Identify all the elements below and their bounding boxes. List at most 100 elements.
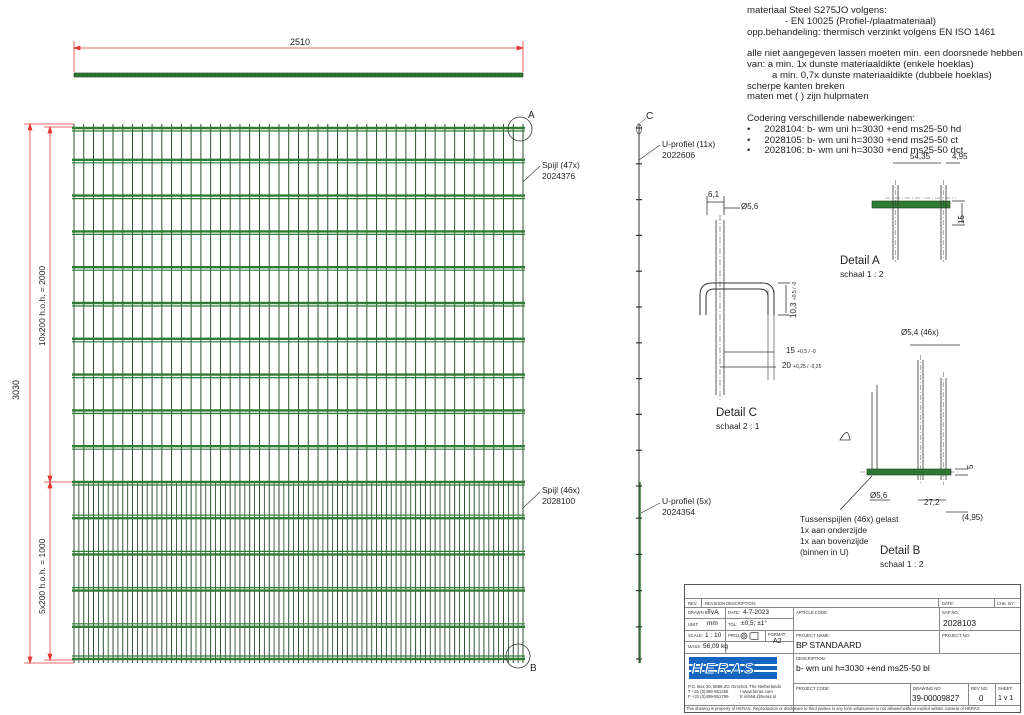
detail-b-note-1: Tussenspijlen (46x) gelast bbox=[800, 514, 899, 524]
side-profile-view bbox=[636, 123, 642, 663]
detail-c-tol-20: +0,25 / -0,25 bbox=[793, 364, 822, 370]
callout-spijl-46: Spijl (46x) bbox=[542, 485, 580, 495]
project-name-label: PROJECT NAME: bbox=[796, 633, 830, 638]
description-label: DESCRIPTION: bbox=[796, 656, 826, 661]
project-no-label: PROJECT NO: bbox=[942, 633, 971, 638]
date-label: DATE: bbox=[728, 610, 741, 615]
callout-spijl-46-code: 2028100 bbox=[542, 496, 576, 506]
top-rail-view bbox=[73, 72, 524, 78]
tol-value: ±0,5; ±1° bbox=[741, 620, 767, 627]
note-bullet-line: •2028104: b- wm uni h=3030 +end ms25-50 … bbox=[747, 123, 1023, 136]
scale-value: 1 : 10 bbox=[705, 632, 722, 639]
detail-b-scale: schaal 1 : 2 bbox=[880, 559, 924, 569]
height-dimensions bbox=[24, 122, 74, 665]
detail-b-dim-56: Ø5,6 bbox=[870, 491, 888, 500]
detail-c-dim-15: 15 +0,5 / -0 bbox=[786, 347, 816, 355]
mass-value: 56,09 kg bbox=[703, 643, 728, 650]
sap-no-label: SAP NO: bbox=[942, 610, 959, 615]
projection-symbol-icon bbox=[740, 632, 759, 640]
drawing-no-value: 39-00009827 bbox=[912, 694, 960, 703]
lower-spacing-label: 5x200 h.o.h. = 1000 bbox=[37, 538, 47, 614]
sheet-label: SHEET: bbox=[998, 686, 1013, 691]
bullet-icon: • bbox=[747, 145, 751, 157]
unit-value: mm bbox=[707, 620, 718, 627]
detail-b-dim-272: 27,2 bbox=[924, 498, 940, 507]
sap-no-value: 2028103 bbox=[943, 618, 977, 628]
detail-b-drawing bbox=[839, 344, 968, 513]
note-line: van: a min. 1x dunste materiaaldikte (en… bbox=[747, 58, 974, 70]
detail-a-drawing bbox=[871, 162, 965, 262]
upper-spacing-label: 10x200 h.o.h. = 2000 bbox=[37, 265, 47, 346]
revision-date-label: DATE: bbox=[942, 601, 955, 606]
detail-a-scale: schaal 1 : 2 bbox=[840, 269, 884, 279]
rev-label: REV. bbox=[688, 601, 698, 606]
date-value: 4-7-2023 bbox=[743, 609, 770, 616]
detail-a-dim-5435: 54,35 bbox=[910, 152, 931, 161]
detail-b-dim-5: 5 bbox=[966, 464, 975, 469]
width-dimension-label: 2510 bbox=[290, 37, 311, 47]
format-value: A2 bbox=[773, 638, 782, 645]
address-fax: F +31 (0)499-551799 bbox=[688, 694, 729, 699]
mass-label: MASS: bbox=[688, 644, 702, 649]
note-line: 2028106: b- wm uni h=3030 +end ms25-50 d… bbox=[764, 145, 964, 157]
address-phone: T +31 (0)499-551255 bbox=[688, 689, 729, 694]
detail-a-dim-15: 15 bbox=[957, 215, 966, 224]
bullet-icon: • bbox=[747, 123, 751, 135]
heras-logo-text: HERAS bbox=[691, 659, 756, 678]
note-line: maten met ( ) zijn hulpmaten bbox=[747, 91, 869, 103]
detail-a-dim-495: 4,95 bbox=[952, 152, 968, 161]
description-value: b- wm uni h=3030 +end ms25-50 bl bbox=[796, 663, 930, 673]
chk-by-label: CHK. BY: bbox=[997, 601, 1015, 606]
rev-no-value: 0 bbox=[979, 694, 984, 703]
detail-c-scale: schaal 2 : 1 bbox=[716, 421, 760, 431]
detail-a-circle bbox=[507, 116, 533, 142]
note-line: alle niet aangegeven lassen moeten min. … bbox=[747, 48, 1023, 60]
callout-leaders bbox=[522, 144, 661, 514]
format-label: FORMAT: bbox=[768, 632, 787, 637]
bullet-icon: • bbox=[747, 134, 751, 146]
callout-uprofiel-5: U-profiel (5x) bbox=[662, 496, 712, 506]
detail-b-dim-495: (4,95) bbox=[962, 513, 983, 522]
detail-b-marker: B bbox=[530, 663, 537, 674]
width-dimension bbox=[72, 41, 525, 72]
note-line: Codering verschillende nabewerkingen: bbox=[747, 112, 915, 124]
detail-b-dim-54: Ø5,4 (46x) bbox=[901, 328, 939, 337]
unit-label: UNIT: bbox=[688, 622, 699, 627]
tol-label: TOL: bbox=[728, 622, 738, 627]
detail-c-dim-61: 6,1 bbox=[708, 190, 720, 199]
height-dimension-label: 3030 bbox=[11, 379, 21, 400]
callout-spijl-47: Spijl (47x) bbox=[542, 160, 580, 170]
title-block: REV. REVISION DESCRIPTION: DATE: CHK. BY… bbox=[684, 584, 1021, 713]
detail-c-tol-15: +0,5 / -0 bbox=[797, 349, 816, 355]
detail-c-dim-103-value: 10,3 bbox=[789, 302, 798, 318]
note-line: scherpe kanten breken bbox=[747, 80, 845, 92]
callout-spijl-47-code: 2024376 bbox=[542, 171, 576, 181]
mesh-grid bbox=[72, 124, 525, 663]
copyright-footer: This drawing is property of HERAS. Repro… bbox=[686, 706, 980, 711]
detail-b-note-4: (binnen in U) bbox=[800, 547, 849, 557]
address-web: I www.heras.com bbox=[740, 689, 773, 694]
general-notes: materiaal Steel S275JO volgens: - EN 100… bbox=[747, 5, 1023, 157]
note-line: 2028105: b- wm uni h=3030 +end ms25-50 c… bbox=[764, 134, 958, 146]
sheet-value: 1 v 1 bbox=[998, 695, 1014, 702]
detail-b-note-3: 1x aan bovenzijde bbox=[800, 536, 869, 546]
detail-c-dim-103: 10,3 +0,5 / -0 bbox=[789, 281, 798, 318]
detail-c-dim-15-value: 15 bbox=[786, 346, 795, 355]
detail-c-dim-20: 20 +0,25 / -0,25 bbox=[782, 362, 821, 370]
address-line: P.O. Box 30, 5688 ZG Oirschot, The Nethe… bbox=[688, 684, 781, 689]
detail-b-title: Detail B bbox=[880, 545, 921, 557]
heras-logo bbox=[689, 657, 777, 679]
rev-no-label: REV NO: bbox=[971, 686, 989, 691]
detail-b-circle bbox=[505, 643, 531, 669]
callout-uprofiel-5-code: 2024354 bbox=[662, 507, 696, 517]
note-line: opp.behandeling: thermisch verzinkt volg… bbox=[747, 26, 996, 38]
proj-label: PROJ.: bbox=[728, 633, 742, 638]
detail-c-dim-56: Ø5,6 bbox=[741, 202, 759, 211]
detail-a-marker: A bbox=[528, 110, 535, 121]
drawn-by-value: TvA bbox=[707, 609, 719, 616]
detail-c-tol-103: +0,5 / -0 bbox=[792, 281, 798, 301]
article-code-label: ARTICLE CODE: bbox=[796, 610, 829, 615]
drawn-by-label: DRAWN BY: bbox=[688, 610, 712, 615]
note-line: materiaal Steel S275JO volgens: bbox=[747, 5, 887, 16]
